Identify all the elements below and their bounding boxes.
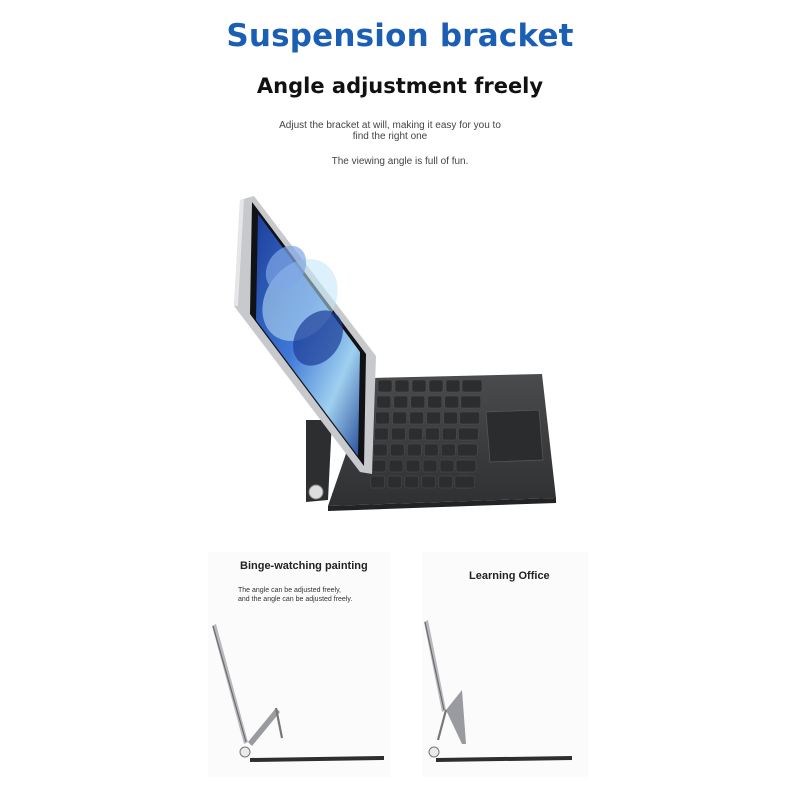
tagline: The viewing angle is full of fun.: [331, 156, 469, 167]
description: Adjust the bracket at will, making it ea…: [260, 120, 520, 142]
keyboard-key: [393, 395, 409, 409]
keyboard-key: [461, 379, 483, 393]
keyboard-key: [375, 411, 390, 425]
keyboard-key: [376, 395, 392, 409]
keyboard-key: [456, 443, 478, 457]
keyboard-key: [459, 411, 480, 425]
keyboard-key: [406, 443, 422, 457]
keyboard-key: [444, 395, 460, 409]
keyboard-key: [372, 443, 388, 457]
panel-note-line-1: The angle can be adjusted freely,: [238, 587, 341, 594]
keyboard-key: [388, 459, 404, 473]
keyboard-key: [409, 411, 424, 425]
panel-title-binge: Binge-watching painting: [240, 560, 368, 572]
keyboard-key: [370, 475, 386, 489]
keyboard-key: [374, 427, 389, 441]
keyboard-key: [421, 475, 437, 489]
keyboard-key: [445, 379, 461, 393]
keyboard-key: [422, 459, 438, 473]
panel-learning-office: Learning Office: [422, 552, 588, 777]
hinge-knob: [308, 484, 324, 500]
keyboard-key: [423, 443, 439, 457]
keyboard-key: [440, 443, 456, 457]
keyboard-key: [460, 395, 482, 409]
keyboard-key: [443, 411, 458, 425]
panel-binge-watching: Binge-watching painting The angle can be…: [208, 552, 390, 777]
panel-title-learning: Learning Office: [469, 570, 550, 582]
keyboard-key: [410, 395, 426, 409]
keyboard-key: [428, 379, 444, 393]
keyboard-keys: [370, 379, 483, 489]
keyboard-key: [387, 475, 403, 489]
keyboard-key: [389, 443, 405, 457]
tablet: [234, 196, 376, 474]
keyboard-base: [328, 374, 556, 511]
keyboard-key: [427, 395, 443, 409]
keyboard-key: [411, 379, 427, 393]
stand-illustration-left: [212, 624, 384, 762]
keyboard-key: [454, 475, 476, 489]
keyboard-key: [426, 411, 441, 425]
panel-note: The angle can be adjusted freely, and th…: [238, 586, 388, 604]
trackpad: [485, 409, 544, 463]
keyboard-key: [425, 427, 440, 441]
keyboard-key: [438, 475, 454, 489]
keyboard-key: [391, 427, 406, 441]
keyboard-key: [439, 459, 455, 473]
keyboard-key: [405, 459, 421, 473]
keyboard-key: [392, 411, 407, 425]
page-subtitle: Angle adjustment freely: [256, 74, 544, 98]
keyboard-key: [408, 427, 423, 441]
keyboard-key: [455, 459, 477, 473]
description-line-1: Adjust the bracket at will, making it ea…: [279, 120, 501, 131]
page-title: Suspension bracket: [226, 18, 574, 54]
keyboard-key: [377, 379, 393, 393]
keyboard-key: [404, 475, 420, 489]
keyboard-key: [442, 427, 457, 441]
panel-note-line-2: and the angle can be adjusted freely.: [238, 596, 353, 603]
stand-hinge: [306, 420, 332, 502]
description-line-2: find the right one: [352, 131, 428, 142]
stand-illustration-right: [424, 620, 572, 762]
keyboard-key: [458, 427, 479, 441]
keyboard-key: [394, 379, 410, 393]
